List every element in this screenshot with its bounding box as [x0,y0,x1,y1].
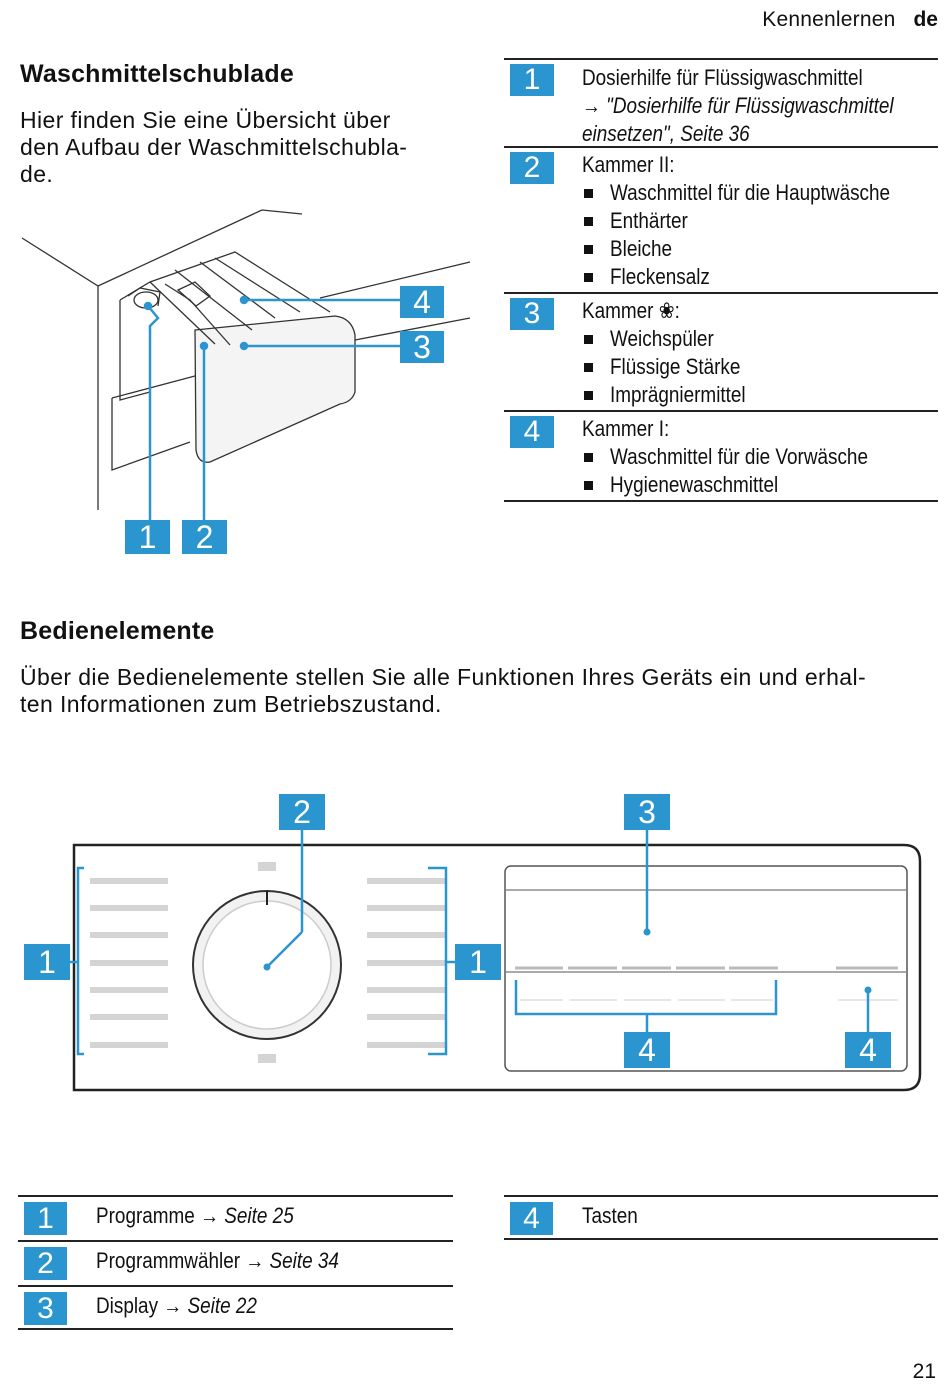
legend-item-title: Programme [96,1203,195,1228]
legend-text: Display → Seite 22 [96,1292,283,1320]
legend-row: 2 Kammer II: Waschmittel für die Hauptwä… [504,146,938,292]
bullet-text: Waschmittel für die Hauptwäsche [610,180,891,205]
legend-item-title: Tasten [582,1203,638,1228]
legend-bullet-list: Waschmittel für die Vorwäsche Hygienewas… [582,443,910,499]
legend-number-badge: 4 [510,1202,553,1235]
bullet-text: Weichspüler [610,326,714,351]
legend-item-title: Kammer ❀: [582,298,680,323]
legend-number-badge: 4 [510,415,554,448]
bullet-item: Hygienewaschmittel [582,471,910,499]
bullet-item: Bleiche [582,235,936,263]
legend-text: Tasten [582,1202,647,1230]
bullet-text: Enthärter [610,208,688,233]
drawer-legend-table: 1 Dosierhilfe für Flüssigwaschmittel → "… [504,58,938,502]
bullet-item: Enthärter [582,207,936,235]
legend-row: 2 Programmwähler → Seite 34 [18,1240,453,1285]
legend-page-reference: einsetzen", Seite 36 [582,121,750,146]
detergent-drawer-illustration [21,209,471,520]
legend-number-badge: 3 [24,1292,67,1325]
legend-bullet-list: Weichspüler Flüssige Stärke Imprägniermi… [582,325,768,409]
legend-item-title: Kammer II: [582,152,675,177]
bullet-item: Flüssige Stärke [582,353,768,381]
legend-page-reference: → "Dosierhilfe für Flüssigwaschmittel [582,93,894,118]
legend-text: Programmwähler → Seite 34 [96,1247,378,1275]
arrow-icon: → [245,1248,265,1273]
drawer-intro: Hier finden Sie eine Übersicht über den … [20,107,460,188]
legend-text: Kammer I: Waschmittel für die Vorwäsche … [582,415,910,499]
drawer-callout-badge: 2 [182,519,227,555]
language-tag: de [913,8,938,31]
panel-callout-badge: 3 [624,794,670,830]
bullet-text: Hygienewaschmittel [610,472,779,497]
arrow-icon: → [163,1293,183,1318]
panel-callout-badge: 2 [279,794,325,830]
legend-row: 1 Dosierhilfe für Flüssigwaschmittel → "… [504,58,938,146]
bullet-text: Fleckensalz [610,264,710,289]
bullet-item: Waschmittel für die Vorwäsche [582,443,910,471]
legend-text: Kammer ❀: Weichspüler Flüssige Stärke Im… [582,297,768,409]
legend-item-title: Display [96,1293,159,1318]
controls-legend-table-right: 4 Tasten [504,1195,938,1240]
drawer-callout-badge: 3 [400,329,444,365]
legend-row: 1 Programme → Seite 25 [18,1195,453,1240]
arrow-icon: → [200,1203,220,1228]
bullet-text: Imprägniermittel [610,382,746,407]
panel-callout-badge: 1 [24,944,70,980]
panel-callout-badge: 1 [455,944,501,980]
controls-section-title: Bedienelemente [20,617,215,645]
legend-number-badge: 1 [24,1202,67,1235]
legend-text: Programme → Seite 25 [96,1202,326,1230]
section-title: Kennenlernen [762,8,896,31]
legend-number-badge: 2 [510,151,554,184]
legend-item-title: Kammer I: [582,416,670,441]
controls-intro-line: ten Informationen zum Betriebszustand. [20,691,442,717]
legend-item-title: Dosierhilfe für Flüssigwaschmittel [582,65,863,90]
panel-callout-badge: 4 [845,1032,891,1068]
bullet-text: Flüssige Stärke [610,354,741,379]
controls-legend-table: 1 Programme → Seite 25 2 Programmwähler … [18,1195,453,1330]
legend-row: 3 Display → Seite 22 [18,1285,453,1330]
page-header: Kennenlernen de [762,8,938,32]
legend-row: 4 Kammer I: Waschmittel für die Vorwäsch… [504,410,938,502]
drawer-section-title: Waschmittelschublade [20,60,294,88]
legend-bullet-list: Waschmittel für die Hauptwäsche Enthärte… [582,179,936,291]
bullet-item: Waschmittel für die Hauptwäsche [582,179,936,207]
drawer-intro-line: Hier finden Sie eine Übersicht über [20,107,391,133]
drawer-intro-line: den Aufbau der Waschmittelschubla- [20,134,408,160]
panel-callout-badge: 4 [624,1032,670,1068]
bullet-text: Waschmittel für die Vorwäsche [610,444,868,469]
page-number: 21 [912,1360,936,1383]
legend-number-badge: 1 [510,63,554,96]
legend-page-reference: Seite 22 [187,1293,257,1318]
bullet-item: Weichspüler [582,325,768,353]
legend-number-badge: 3 [510,297,554,330]
controls-intro: Über die Bedienelemente stellen Sie alle… [20,664,940,718]
bullet-text: Bleiche [610,236,673,261]
controls-intro-line: Über die Bedienelemente stellen Sie alle… [20,664,867,690]
bullet-item: Imprägniermittel [582,381,768,409]
legend-item-title: Programmwähler [96,1248,241,1273]
legend-page-reference: Seite 34 [269,1248,339,1273]
legend-text: Kammer II: Waschmittel für die Hauptwäsc… [582,151,936,291]
legend-page-reference: Seite 25 [224,1203,294,1228]
bullet-item: Fleckensalz [582,263,936,291]
legend-text: Dosierhilfe für Flüssigwaschmittel → "Do… [582,64,944,148]
drawer-intro-line: de. [20,161,54,187]
legend-row: 4 Tasten [504,1195,938,1240]
drawer-callout-badge: 1 [125,519,170,555]
legend-row: 3 Kammer ❀: Weichspüler Flüssige Stärke … [504,292,938,410]
drawer-callout-badge: 4 [400,284,444,320]
legend-number-badge: 2 [24,1247,67,1280]
